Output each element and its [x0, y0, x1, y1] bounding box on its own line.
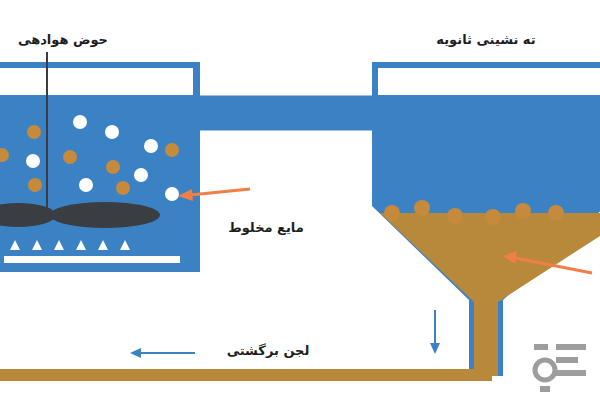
flow-label: مایع مخلوط	[228, 220, 304, 236]
clarifier-tank	[372, 62, 600, 376]
watermark-logo	[534, 344, 586, 392]
leader-arrow	[178, 189, 592, 273]
aeration-tank-node: حوض هوادهی	[0, 28, 200, 385]
aeration-tank	[0, 52, 200, 272]
clarifier-node: ته نشینی ثانویه	[372, 28, 600, 330]
return-sludge-pipe	[0, 330, 486, 375]
tank-title: ته نشینی ثانویه	[436, 32, 535, 48]
tank-title: حوض هوادهی	[18, 32, 108, 48]
edge-label: لجن برگشتی	[225, 343, 312, 359]
flow-arrow	[430, 310, 440, 354]
mixed-liquor-pipe	[200, 113, 372, 114]
